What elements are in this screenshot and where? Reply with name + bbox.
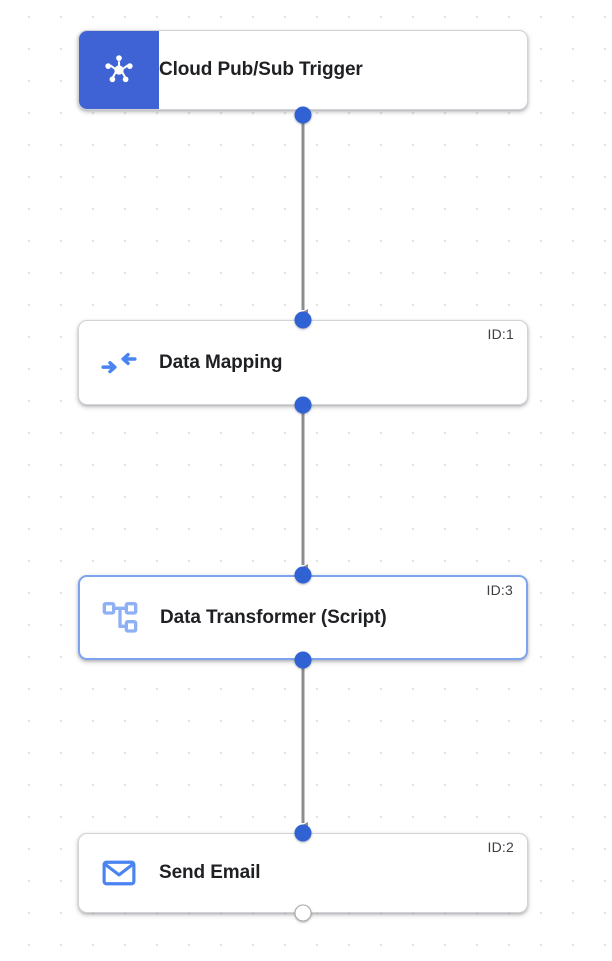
port-output-send-email[interactable] xyxy=(294,904,312,922)
node-title: Send Email xyxy=(159,862,261,883)
node-send-email[interactable]: Send Email ID:2 xyxy=(78,833,528,913)
node-data-mapping[interactable]: Data Mapping ID:1 xyxy=(78,320,528,405)
node-cloud-pubsub-trigger[interactable]: Cloud Pub/Sub Trigger xyxy=(78,30,528,110)
node-title: Data Transformer (Script) xyxy=(160,606,387,628)
node-id-label: ID:2 xyxy=(487,839,514,855)
node-id-label: ID:1 xyxy=(487,326,514,342)
node-id-label: ID:3 xyxy=(486,582,513,598)
data-transformer-tree-icon xyxy=(80,577,160,658)
port-input-send-email[interactable] xyxy=(294,824,312,842)
port-output-data-mapping[interactable] xyxy=(294,396,312,414)
port-input-data-transformer[interactable] xyxy=(294,566,312,584)
port-input-data-mapping[interactable] xyxy=(294,311,312,329)
envelope-icon xyxy=(79,834,159,912)
port-output-cloud-pubsub-trigger[interactable] xyxy=(294,106,312,124)
node-data-transformer-script[interactable]: Data Transformer (Script) ID:3 xyxy=(78,575,528,660)
data-mapping-arrows-icon xyxy=(79,321,159,404)
pubsub-hub-icon xyxy=(79,31,159,109)
node-title: Data Mapping xyxy=(159,351,283,373)
port-output-data-transformer[interactable] xyxy=(294,651,312,669)
node-title: Cloud Pub/Sub Trigger xyxy=(159,59,363,80)
